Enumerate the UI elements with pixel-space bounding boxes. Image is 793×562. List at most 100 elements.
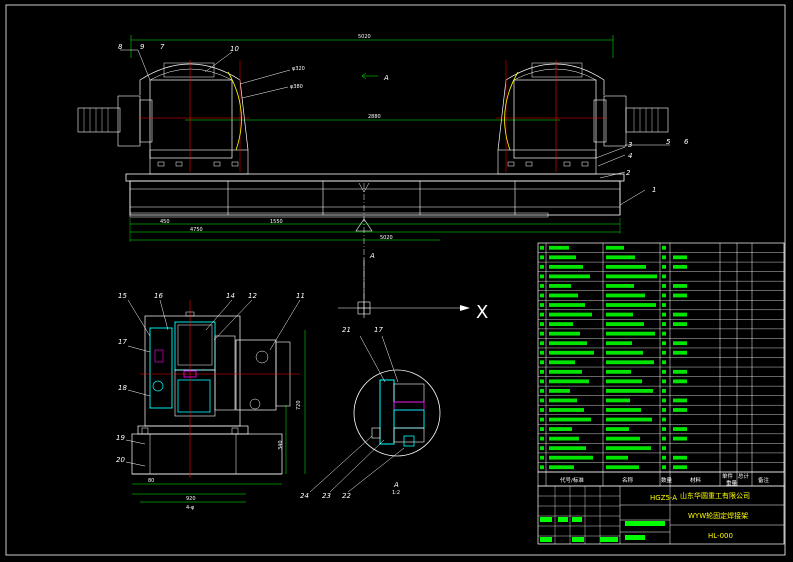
bom-cell-mark xyxy=(606,245,624,250)
bom-cell-mark xyxy=(549,436,579,441)
bom-cell-mark xyxy=(662,264,666,269)
title-block: HGZ5-A 山东华圆重工有限公司 WYW轮固定焊接架 HL-000 xyxy=(537,485,785,545)
bom-header-total: 总计 xyxy=(738,472,750,480)
bom-cell-mark xyxy=(662,341,666,346)
bom-cell-mark xyxy=(549,255,576,260)
svg-text:5020: 5020 xyxy=(358,34,371,40)
bom-cell-mark xyxy=(606,427,629,431)
bom-cell-mark xyxy=(662,331,666,336)
bom-cell-mark xyxy=(662,417,666,422)
bom-cell-mark xyxy=(673,379,687,384)
bom-cell-mark xyxy=(540,245,544,250)
balloon-2: 2 xyxy=(626,169,631,177)
bom-cell-mark xyxy=(540,388,544,393)
bom-cell-mark xyxy=(673,408,687,412)
bom-cell-mark xyxy=(540,331,544,336)
balloon-19: 19 xyxy=(116,434,125,442)
bom-cell-mark xyxy=(540,455,544,460)
side-section-view: 720 340 80 920 4-φ 15 16 14 12 11 17 18 … xyxy=(116,292,306,511)
bom-cell-mark xyxy=(662,369,666,374)
svg-text:340: 340 xyxy=(278,440,284,450)
bom-cell-mark xyxy=(606,350,643,355)
drawing-number: HL-000 xyxy=(708,532,733,540)
bom-cell-mark xyxy=(673,312,687,317)
bom-cell-mark xyxy=(606,322,644,327)
bom-cell-mark xyxy=(540,255,544,260)
bom-cell-mark xyxy=(549,465,574,470)
bom-cell-mark xyxy=(606,417,652,422)
axis-x-label: X xyxy=(476,302,488,323)
bom-cell-mark xyxy=(662,274,666,279)
bom-cell-mark xyxy=(540,427,544,431)
bom-cell-mark xyxy=(662,312,666,317)
svg-text:2880: 2880 xyxy=(368,114,381,120)
bom-cell-mark xyxy=(549,379,589,384)
balloon-3: 3 xyxy=(628,141,632,149)
bom-cell-mark xyxy=(540,303,544,307)
bom-cell-mark xyxy=(606,341,632,346)
part-code: HGZ5-A xyxy=(650,494,677,502)
bom-cell-mark xyxy=(662,379,666,384)
bom-cell-mark xyxy=(540,446,544,451)
bom-cell-mark xyxy=(549,417,591,422)
bom-cell-mark xyxy=(540,398,544,403)
detail-section-view: 21 17 24 23 22 A 1:2 xyxy=(300,326,441,500)
svg-text:80: 80 xyxy=(148,478,154,484)
bom-cell-mark xyxy=(662,427,666,431)
balloon-15: 15 xyxy=(118,292,127,300)
bom-header-weight: 重量 xyxy=(726,479,738,487)
bom-cell-mark xyxy=(549,398,577,403)
bom-cell-mark xyxy=(549,274,590,279)
bom-cell-mark xyxy=(540,341,544,346)
bom-cell-mark xyxy=(673,427,687,431)
bom-cell-mark xyxy=(549,350,594,355)
bom-cell-mark xyxy=(606,264,646,269)
bom-cell-mark xyxy=(606,369,631,374)
balloon-4: 4 xyxy=(628,152,632,160)
balloon-14: 14 xyxy=(226,292,235,300)
bom-cell-mark xyxy=(673,293,687,298)
balloon-21: 21 xyxy=(342,326,351,334)
bom-cell-mark xyxy=(606,255,635,260)
bom-cell-mark xyxy=(673,369,687,374)
bom-cell-mark xyxy=(549,427,572,431)
bom-cell-mark xyxy=(549,408,584,412)
bom-cell-mark xyxy=(540,360,544,365)
bom-cell-mark xyxy=(606,293,645,298)
drawing-border xyxy=(5,4,786,556)
bom-cell-mark xyxy=(540,312,544,317)
bom-cell-mark xyxy=(606,312,633,317)
bom-cell-mark xyxy=(549,303,585,307)
balloon-6: 6 xyxy=(684,138,689,146)
bom-cell-mark xyxy=(549,388,570,393)
balloon-17-detail: 17 xyxy=(374,326,383,334)
right-roller-station xyxy=(496,60,669,175)
bom-cell-mark xyxy=(662,455,666,460)
bom-cell-mark xyxy=(662,360,666,365)
bom-cell-mark xyxy=(662,322,666,327)
front-elevation-view: 5020 2880 450 4750 1550 5020 xyxy=(77,34,689,300)
svg-text:φ320: φ320 xyxy=(292,66,305,72)
bom-cell-mark xyxy=(606,331,655,336)
bom-cell-mark xyxy=(540,274,544,279)
balloon-24: 24 xyxy=(300,492,309,500)
bom-cell-mark xyxy=(673,341,687,346)
bom-cell-mark xyxy=(662,388,666,393)
balloon-12: 12 xyxy=(248,292,257,300)
svg-text:1550: 1550 xyxy=(270,219,283,225)
section-scale: 1:2 xyxy=(392,490,400,496)
balloon-11: 11 xyxy=(296,292,305,300)
bom-cell-mark xyxy=(540,369,544,374)
left-roller-station xyxy=(77,60,250,175)
balloon-22: 22 xyxy=(342,492,351,500)
bom-cell-mark xyxy=(549,322,573,327)
svg-text:φ380: φ380 xyxy=(290,84,303,90)
bom-cell-mark xyxy=(606,284,634,288)
bom-cell-mark xyxy=(662,350,666,355)
bom-cell-mark xyxy=(549,455,593,460)
bom-cell-mark xyxy=(662,293,666,298)
bom-cell-mark xyxy=(606,436,640,441)
bom-header-remark: 备注 xyxy=(758,476,770,484)
bom-cell-mark xyxy=(540,350,544,355)
